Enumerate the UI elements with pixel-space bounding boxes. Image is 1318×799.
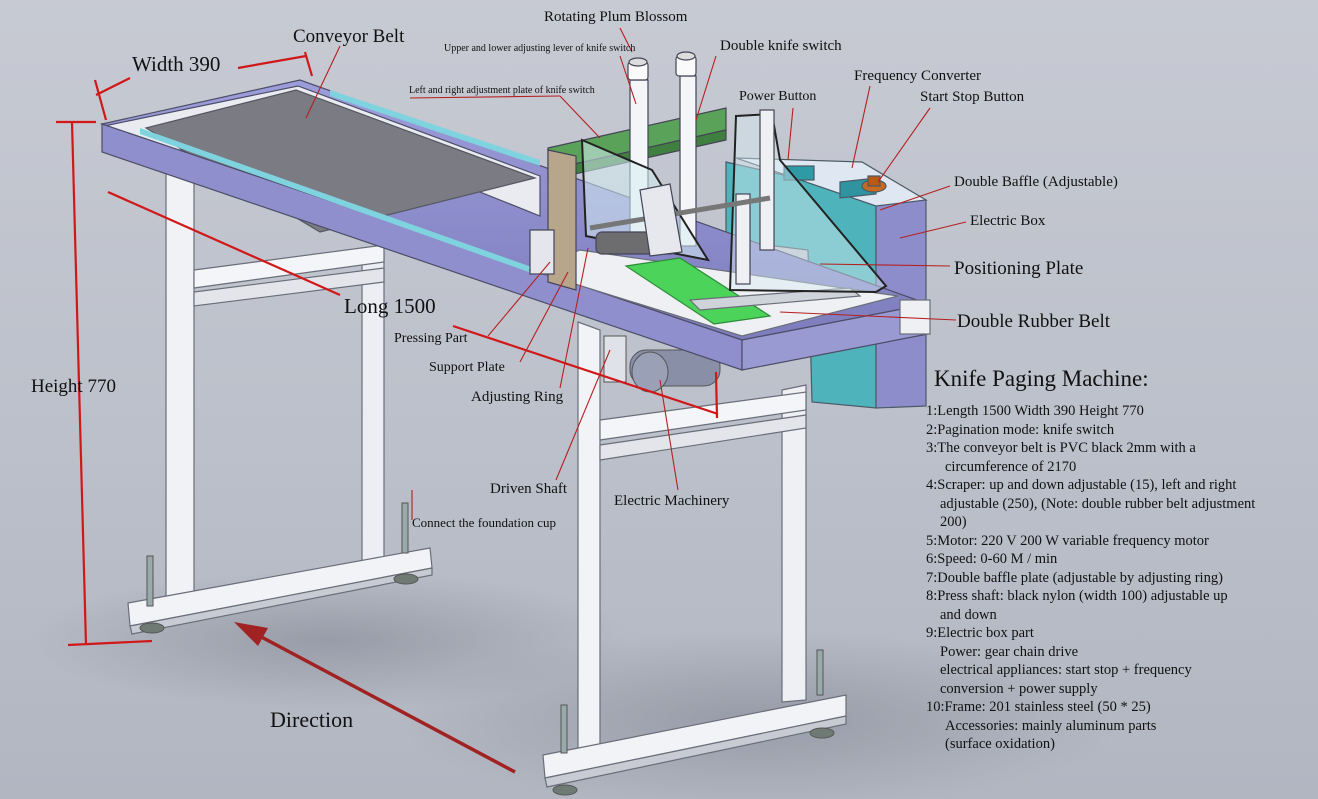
front-leg-frame (542, 321, 847, 788)
foundation-cups (139, 502, 835, 796)
label-driven-shaft: Driven Shaft (490, 481, 568, 497)
label-support-plate: Support Plate (429, 360, 505, 375)
spec-line: 6:Speed: 0-60 M / min (926, 551, 1058, 567)
spec-line: 200) (940, 514, 967, 530)
label-double-knife-switch: Double knife switch (720, 38, 842, 54)
label-upper-lower-lever: Upper and lower adjusting lever of knife… (444, 43, 636, 54)
spec-line: circumference of 2170 (945, 458, 1077, 475)
spec-line: 1:Length 1500 Width 390 Height 770 (926, 403, 1144, 419)
label-rotating-plum-blossom: Rotating Plum Blossom (544, 9, 688, 25)
label-electric-machinery: Electric Machinery (614, 493, 730, 509)
label-left-right-plate: Left and right adjustment plate of knife… (409, 85, 595, 96)
label-long: Long 1500 (344, 294, 436, 318)
spec-line: 10:Frame: 201 stainless steel (50 * 25) (926, 699, 1151, 715)
spec-line: 8:Press shaft: black nylon (width 100) a… (926, 588, 1228, 604)
spec-line: and down (940, 606, 997, 623)
spec-title: Knife Paging Machine: (934, 366, 1149, 391)
label-power-button: Power Button (739, 89, 817, 104)
label-direction: Direction (270, 707, 354, 732)
spec-line: 3:The conveyor belt is PVC black 2mm wit… (926, 440, 1196, 456)
spec-panel: Knife Paging Machine: 1:Length 1500 Widt… (926, 366, 1318, 754)
label-width: Width 390 (132, 52, 221, 76)
label-electric-box: Electric Box (970, 213, 1046, 229)
spec-line: 9:Electric box part (926, 625, 1034, 641)
label-start-stop-button: Start Stop Button (920, 89, 1025, 105)
spec-line: 4:Scraper: up and down adjustable (15), … (926, 477, 1237, 493)
label-double-baffle: Double Baffle (Adjustable) (954, 174, 1118, 190)
label-foundation-cup: Connect the foundation cup (412, 515, 557, 530)
spec-line: Power: gear chain drive (940, 643, 1079, 660)
label-conveyor-belt: Conveyor Belt (293, 26, 405, 47)
label-height: Height 770 (31, 376, 116, 397)
direction-arrow (234, 622, 516, 774)
label-adjusting-ring: Adjusting Ring (471, 389, 564, 405)
spec-line: conversion + power supply (940, 680, 1098, 697)
spec-line: adjustable (250), (Note: double rubber b… (940, 495, 1256, 512)
label-pressing-part: Pressing Part (394, 331, 468, 346)
spec-line: electrical appliances: start stop + freq… (940, 662, 1192, 678)
conveyor-table (99, 79, 931, 371)
leader-lines (305, 27, 967, 520)
spec-line: 2:Pagination mode: knife switch (926, 421, 1115, 438)
label-double-rubber-belt: Double Rubber Belt (957, 311, 1111, 332)
spec-line: (surface oxidation) (945, 736, 1055, 752)
spec-line: 7:Double baffle plate (adjustable by adj… (926, 569, 1223, 586)
label-positioning-plate: Positioning Plate (954, 258, 1084, 279)
label-frequency-converter: Frequency Converter (854, 68, 982, 84)
spec-line: 5:Motor: 220 V 200 W variable frequency … (926, 532, 1209, 549)
knife-switch-assembly (529, 51, 888, 294)
dimension-lines (56, 51, 719, 647)
electric-machinery (603, 335, 721, 393)
spec-line: Accessories: mainly aluminum parts (945, 717, 1157, 734)
